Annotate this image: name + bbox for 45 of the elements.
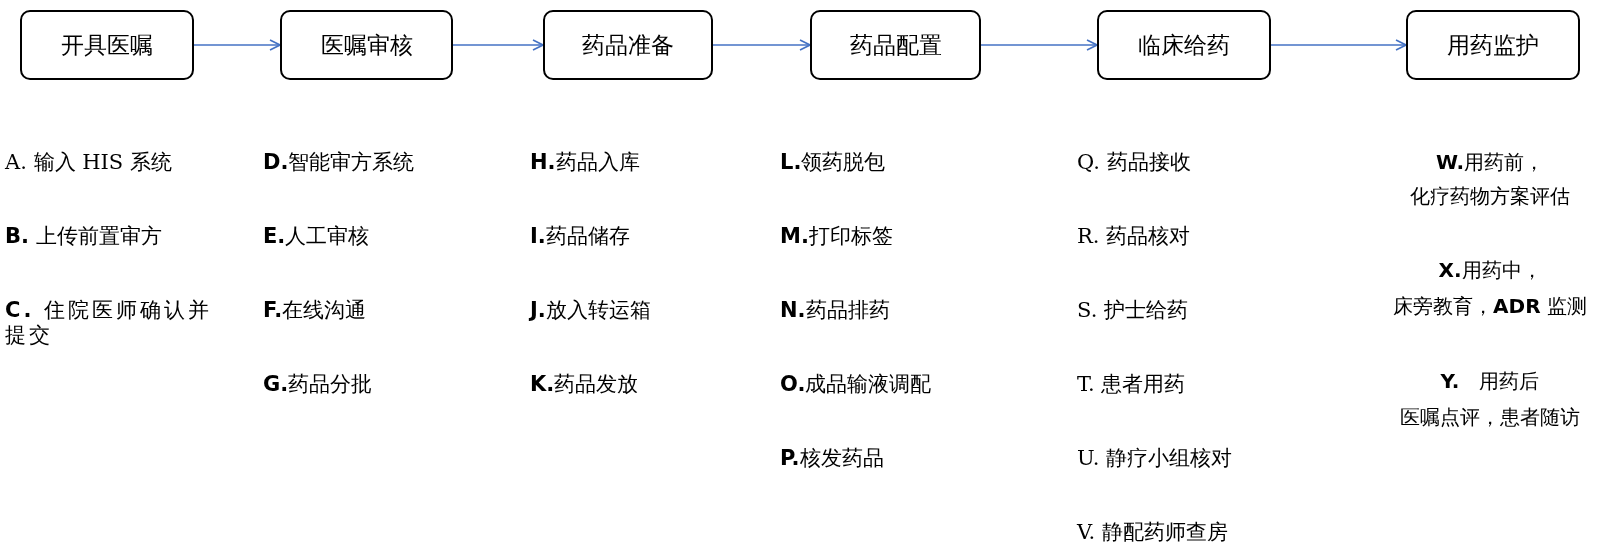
step-item: L.领药脱包 — [780, 150, 886, 176]
step-item: J.放入转运箱 — [530, 298, 651, 324]
process-box — [543, 10, 713, 80]
arrow — [193, 39, 281, 51]
step-item: T. 患者用药 — [1077, 372, 1186, 398]
step-item: V. 静配药师查房 — [1077, 520, 1228, 546]
step-label: 用药监护 — [1447, 30, 1539, 60]
step-label: 药品准备 — [582, 30, 674, 60]
step-label: 临床给药 — [1138, 30, 1230, 60]
step-item: E.人工审核 — [263, 224, 370, 250]
step-item: Q. 药品接收 — [1077, 150, 1191, 176]
step-item: H.药品入库 — [530, 150, 640, 176]
process-box — [1406, 10, 1580, 80]
step-item: 床旁教育，ADR 监测 — [1393, 294, 1587, 318]
step-item: K.药品发放 — [530, 372, 639, 398]
step-item: U. 静疗小组核对 — [1077, 446, 1233, 472]
step-item: A. 输入 HIS 系统 — [5, 150, 172, 176]
step-item: F.在线沟通 — [263, 298, 367, 324]
step-item: G.药品分批 — [263, 372, 373, 398]
step-label: 药品配置 — [849, 30, 942, 60]
arrow — [1270, 39, 1407, 51]
arrow — [712, 39, 811, 51]
step-item: 化疗药物方案评估 — [1410, 184, 1570, 208]
step-label: 开具医嘱 — [61, 30, 153, 60]
step-item: D.智能审方系统 — [263, 150, 415, 176]
process-box — [810, 10, 981, 80]
step-item: W.用药前， — [1436, 150, 1544, 174]
process-box — [280, 10, 453, 80]
step-item: X.用药中， — [1438, 258, 1542, 282]
step-item: O.成品输液调配 — [780, 372, 932, 398]
step-item: N.药品排药 — [780, 298, 890, 324]
step-item: R. 药品核对 — [1077, 224, 1191, 250]
step-item: M.打印标签 — [780, 224, 893, 250]
arrow — [980, 39, 1098, 51]
step-item: P.核发药品 — [780, 446, 884, 472]
step-item: B. 上传前置审方 — [5, 224, 162, 250]
step-item: 医嘱点评，患者随访 — [1400, 405, 1580, 429]
process-box — [1097, 10, 1271, 80]
process-box — [20, 10, 194, 80]
step-label: 医嘱审核 — [320, 30, 413, 60]
step-item: I.药品储存 — [530, 224, 630, 250]
step-item: S. 护士给药 — [1077, 298, 1188, 324]
step-item: C. 住院医师确认并提交 — [5, 298, 214, 349]
step-item: Y. 用药后 — [1440, 369, 1540, 393]
arrow — [452, 39, 544, 51]
